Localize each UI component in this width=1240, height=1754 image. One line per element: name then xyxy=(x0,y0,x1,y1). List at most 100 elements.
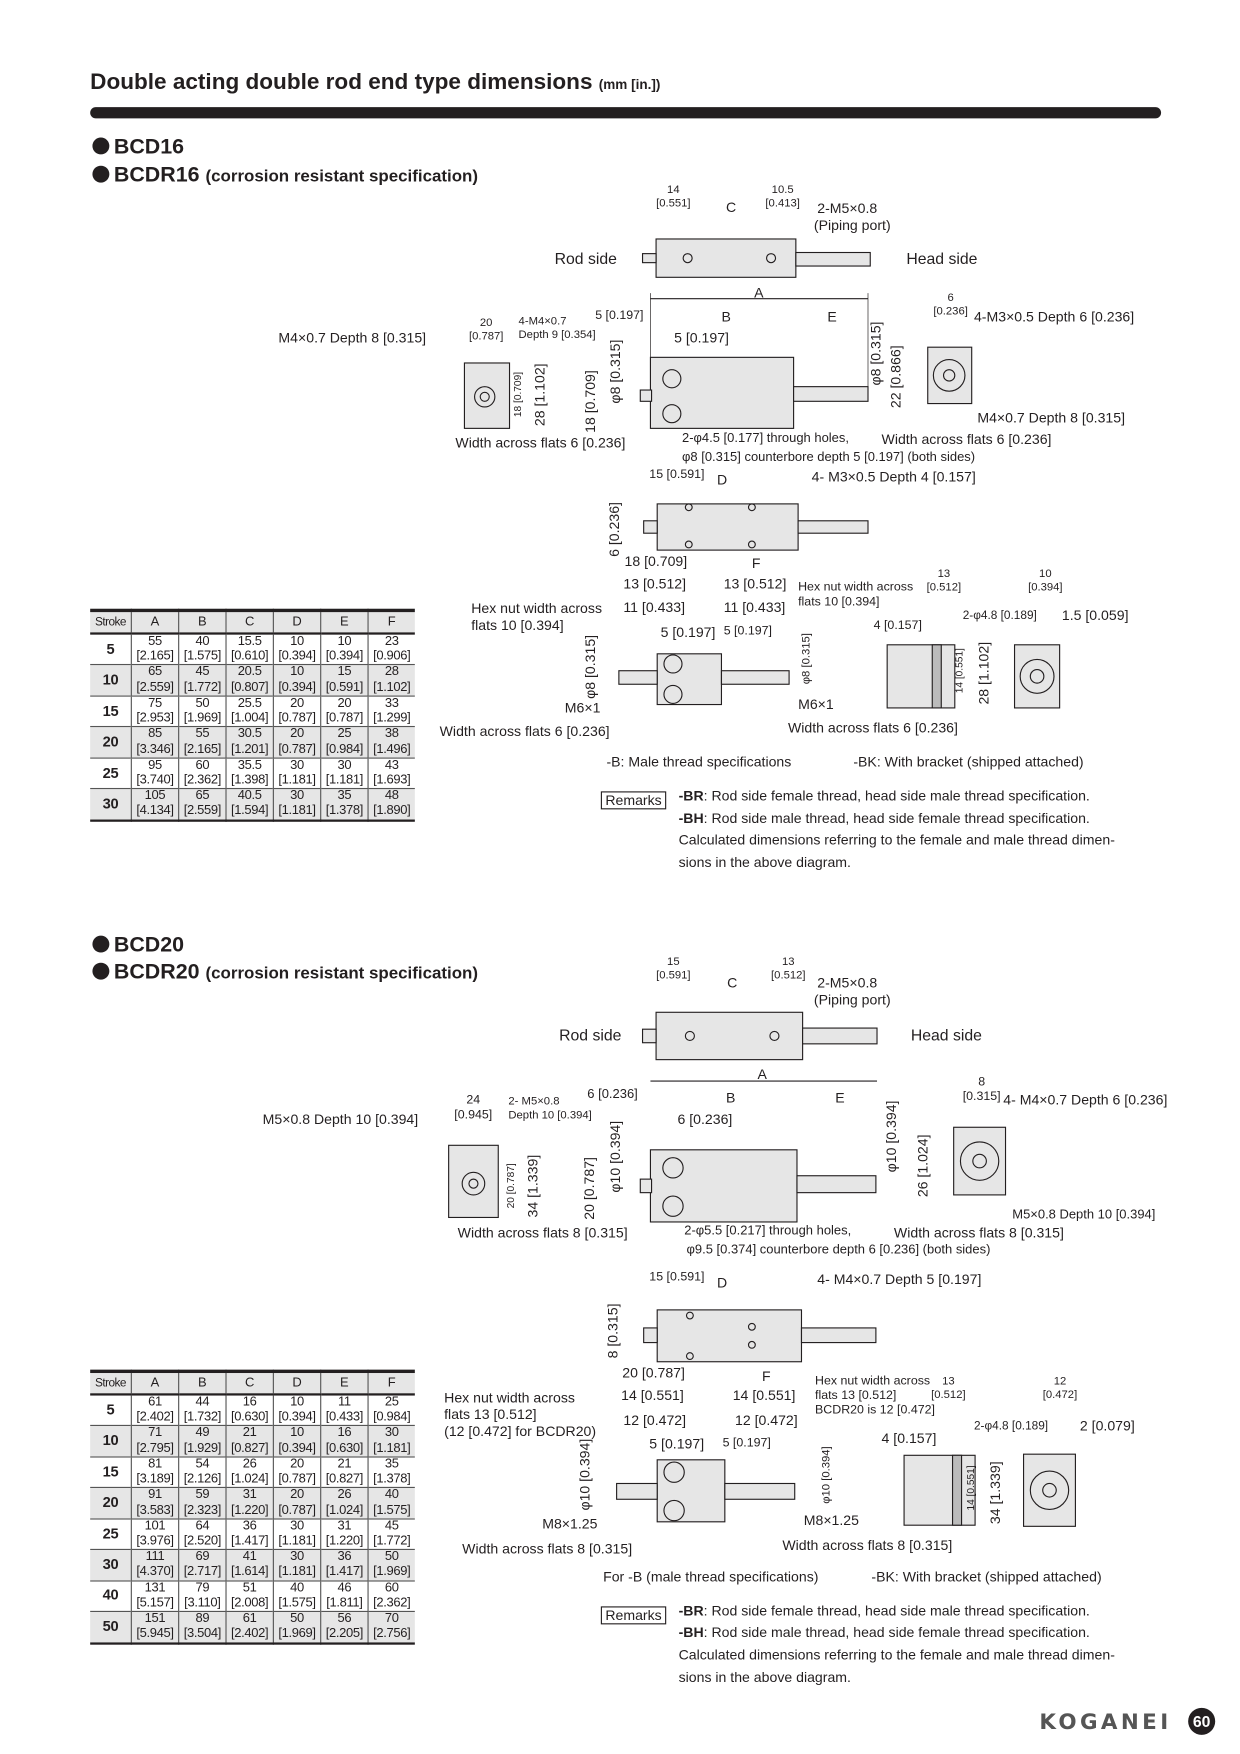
remark-code: -BH xyxy=(678,810,704,827)
dimension-cell: 50 [1.969] xyxy=(178,695,227,727)
caption: -B: Male thread specifications xyxy=(606,754,792,770)
dim-label: 13 [0.512] xyxy=(771,955,806,982)
stroke-cell: 10 xyxy=(90,664,132,696)
model-bcd20: BCD20 xyxy=(92,933,184,958)
dimension-cell: 16 [0.630] xyxy=(225,1393,274,1426)
bullet-icon xyxy=(92,962,110,980)
dimension-cell: 81 [3.189] xyxy=(130,1456,179,1488)
remark-code: -BR xyxy=(678,1602,704,1619)
model-name: BCD16 xyxy=(113,135,185,159)
dimension-cell: 10 [0.394] xyxy=(272,1425,321,1457)
dim-label: M4×0.7 Depth 8 [0.315] xyxy=(278,330,427,347)
head-side-label: Head side xyxy=(910,1025,982,1044)
dim-label: 4- M4×0.7 Depth 6 [0.236] xyxy=(1003,1092,1168,1109)
dim-label: 14 [0.551] xyxy=(953,648,965,694)
stroke-cell: 30 xyxy=(90,1549,132,1581)
dimension-cell: 36 [1.417] xyxy=(225,1518,274,1550)
dimension-cell: 36 [1.417] xyxy=(320,1549,369,1581)
dim-label: 4- M4×0.7 Depth 5 [0.197] xyxy=(817,1271,982,1288)
dimension-cell: 54 [2.126] xyxy=(178,1456,227,1488)
dimension-cell: 28 [1.102] xyxy=(367,664,415,696)
dimension-cell: 55 [2.165] xyxy=(130,632,179,666)
dim-label: F xyxy=(751,555,761,572)
dim-label: 11 [0.433] xyxy=(623,599,686,616)
dim-label: φ10 [0.394] xyxy=(577,1438,593,1511)
dimension-cell: 25 [0.984] xyxy=(320,726,369,758)
dimension-cell: 61 [2.402] xyxy=(130,1393,179,1426)
caption: -BK: With bracket (shipped attached) xyxy=(871,1569,1102,1585)
dimension-cell: 15 [0.591] xyxy=(320,664,369,696)
remark-text: : Rod side male thread, head side female… xyxy=(703,810,1090,827)
dimension-cell: 131 [5.157] xyxy=(130,1580,179,1612)
dim-label: 2-φ4.8 [0.189] xyxy=(973,1419,1049,1433)
dimension-cell: 45 [1.772] xyxy=(178,664,227,696)
dimension-cell: 31 [1.220] xyxy=(320,1518,369,1550)
dim-label: 34 [1.339] xyxy=(987,1461,1004,1525)
dim-label: 4 [0.157] xyxy=(873,618,922,633)
dimension-cell: 35 [1.378] xyxy=(367,1456,415,1488)
dim-label: 6 [0.236] xyxy=(587,1087,638,1102)
dim-label: M4×0.7 Depth 8 [0.315] xyxy=(977,410,1126,427)
dim-label: C xyxy=(727,975,738,991)
remark-line: sions in the above diagram. xyxy=(678,1669,851,1686)
dimension-cell: 95 [3.740] xyxy=(130,757,179,789)
dim-label: 18 [0.709] xyxy=(624,553,688,570)
column-header: D xyxy=(272,610,321,635)
dim-label: 13 [0.512] xyxy=(723,576,787,592)
dim-label: 5 [0.197] xyxy=(595,308,644,323)
dimension-cell: 41 [1.614] xyxy=(225,1549,274,1581)
dim-label: 6 [0.236] xyxy=(606,502,623,557)
stroke-cell: 20 xyxy=(90,726,132,758)
dimension-cell: 23 [0.906] xyxy=(367,632,415,666)
remark-text: : Rod side male thread, head side female… xyxy=(703,1624,1090,1641)
dim-label: Hex nut width across flats 13 [0.512] (1… xyxy=(444,1389,597,1440)
dimension-cell: 25.5 [1.004] xyxy=(225,695,274,727)
column-header: C xyxy=(225,1371,274,1396)
dimension-cell: 60 [2.362] xyxy=(178,757,227,789)
dim-label: 2-φ4.5 [0.177] through holes, xyxy=(681,431,849,446)
dimension-cell: 56 [2.205] xyxy=(320,1610,369,1643)
column-header: B xyxy=(178,610,227,635)
dimension-cell: 101 [3.976] xyxy=(130,1518,179,1550)
dim-label: 20 [0.787] xyxy=(622,1365,685,1381)
dimension-cell: 10 [0.394] xyxy=(272,664,321,696)
dim-label: Width across flats 8 [0.315] xyxy=(457,1225,628,1242)
title-text: Double acting double rod end type dimens… xyxy=(90,69,593,95)
dimension-cell: 30 [1.181] xyxy=(272,1549,321,1581)
dim-label: M5×0.8 Depth 10 [0.394] xyxy=(262,1111,419,1128)
dimension-cell: 25 [0.984] xyxy=(367,1393,415,1426)
dim-label: 6 [0.236] xyxy=(677,1111,733,1128)
remarks-label: Remarks xyxy=(600,791,667,810)
dim-label: 12 [0.472] xyxy=(623,1412,687,1429)
bullet-icon xyxy=(92,137,110,155)
dimension-cell: 20 [0.787] xyxy=(272,1487,321,1519)
dim-label: 5 [0.197] xyxy=(674,330,729,347)
remarks-label: Remarks xyxy=(600,1606,667,1625)
dimension-cell: 55 [2.165] xyxy=(178,726,227,758)
dimension-cell: 89 [3.504] xyxy=(178,1610,227,1643)
dimension-cell: 21 [0.827] xyxy=(320,1456,369,1488)
remark-br: -BR: Rod side female thread, head side m… xyxy=(679,1603,1090,1619)
dim-label: Width across flats 8 [0.315] xyxy=(462,1540,633,1557)
dimension-cell: 10 [0.394] xyxy=(272,1393,321,1426)
column-header: C xyxy=(225,610,274,635)
bcd20-drawing xyxy=(448,1011,1076,1527)
dim-label: Hex nut width across flats 10 [0.394] xyxy=(471,600,602,634)
remark-br: -BR: Rod side female thread, head side m… xyxy=(679,788,1090,804)
dimension-cell: 20.5 [0.807] xyxy=(225,664,274,696)
dim-label: 2- M5×0.8 Depth 10 [0.394] xyxy=(508,1095,592,1122)
dimension-cell: 30 [1.181] xyxy=(320,757,369,789)
dim-label: 26 [1.024] xyxy=(915,1134,932,1198)
dimension-cell: 33 [1.299] xyxy=(367,695,415,727)
stroke-cell: 25 xyxy=(90,1518,132,1550)
bcd16-drawing xyxy=(463,238,1061,709)
dim-label: φ8 [0.315] xyxy=(582,634,599,699)
dim-label: φ8 [0.315] xyxy=(867,321,884,386)
dimension-cell: 50 [1.969] xyxy=(272,1610,321,1643)
dimension-cell: 46 [1.811] xyxy=(320,1580,369,1612)
dim-label: C xyxy=(725,199,737,216)
